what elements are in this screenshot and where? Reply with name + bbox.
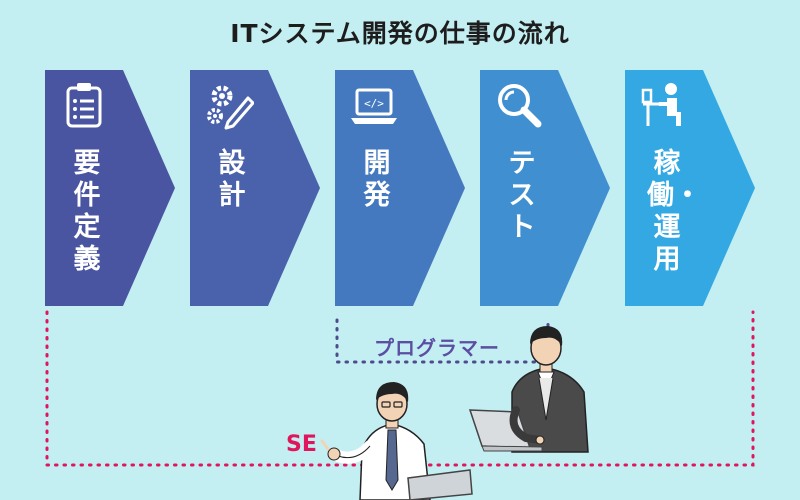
gears-pencil-icon (207, 85, 254, 130)
step-label: 要件定義 (73, 148, 101, 275)
se-label: SE (286, 432, 317, 457)
step-label: 開発 (363, 148, 391, 211)
svg-text:</>: </> (364, 97, 384, 110)
programmer-label: プログラマー (374, 336, 500, 360)
person-at-desk-icon (641, 83, 681, 126)
clipboard-icon (66, 83, 102, 128)
laptop-code-icon: </> (351, 88, 397, 124)
step-label: 設計 (218, 148, 246, 211)
magnifier-icon (498, 84, 542, 128)
se-bracket-line (45, 310, 755, 467)
step-label: テスト (508, 148, 536, 243)
page-title: ITシステム開発の仕事の流れ (230, 19, 570, 48)
